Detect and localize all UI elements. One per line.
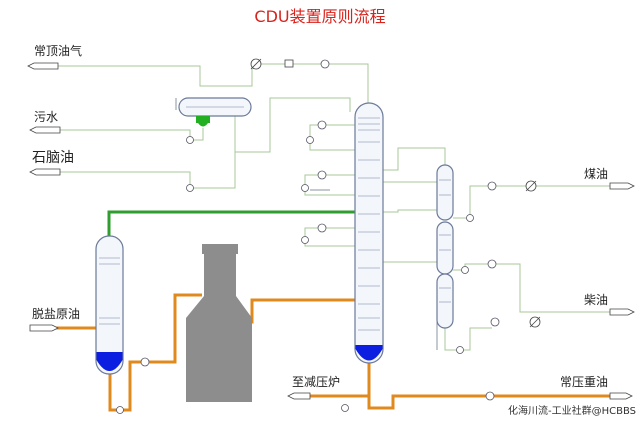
label-diesel: 柴油 <box>584 293 608 307</box>
instrument-diesel-1 <box>487 259 497 269</box>
column-bottom-liquid <box>355 345 383 361</box>
column-trays <box>358 117 380 331</box>
diesel-draw-line <box>383 209 437 213</box>
label-atm-residue: 常压重油 <box>560 375 608 389</box>
pumps <box>116 136 474 414</box>
kerosene-arrow-icon <box>609 182 635 190</box>
pump-pa1 <box>306 136 314 144</box>
water-boot-bottom <box>198 123 208 127</box>
side-strippers <box>436 164 454 329</box>
instrument-crude <box>140 357 150 367</box>
pumparound-3-line <box>304 227 355 247</box>
desalter-liquid <box>96 352 123 371</box>
instruments <box>140 59 500 401</box>
overhead-valve <box>284 59 294 68</box>
vapor-transfer-line <box>107 210 370 240</box>
atm-residue-line <box>367 362 610 410</box>
crude-inlet-arrow-icon <box>29 324 59 332</box>
column-shell <box>354 102 384 364</box>
diesel-stripper <box>436 221 454 275</box>
label-wastewater: 污水 <box>34 110 58 124</box>
pumparound-2-line <box>304 174 355 196</box>
instrument-3 <box>317 223 327 233</box>
desalter-shell <box>95 235 124 375</box>
furnace-stack <box>202 244 238 254</box>
wastewater-arrow-icon <box>29 126 61 134</box>
heavy-stripper <box>436 273 454 329</box>
diagram-title: CDU装置原则流程 <box>254 7 385 26</box>
pump-pa2 <box>301 184 309 192</box>
pump-heavy <box>456 346 464 354</box>
reflux-drum <box>178 97 252 127</box>
wastewater-line <box>60 128 204 141</box>
furnace-body <box>186 254 252 402</box>
label-kerosene: 煤油 <box>584 167 608 181</box>
naphtha-arrow-icon <box>29 168 61 176</box>
pumparound-1-line <box>309 124 355 151</box>
kero-draw-line <box>383 147 446 171</box>
pump-pa3 <box>301 236 309 244</box>
diesel-arrow-icon <box>609 308 635 316</box>
atmospheric-column <box>354 102 384 364</box>
label-overhead-gas: 常顶油气 <box>34 43 82 58</box>
instrument-overhead <box>320 59 330 69</box>
furnace-outlet-line <box>238 298 355 324</box>
desalter <box>95 235 124 375</box>
instrument-2 <box>317 170 327 180</box>
kerosene-stripper <box>436 164 454 221</box>
stream-arrows <box>27 62 635 400</box>
vacuum-furnace-arrow-icon <box>287 392 311 400</box>
instrument-1 <box>317 120 327 130</box>
pump-naphtha <box>186 184 194 192</box>
furnace <box>186 244 252 402</box>
heat-exchangers <box>250 58 541 328</box>
label-to-vacuum-furnace: 至减压炉 <box>292 375 340 389</box>
pump-diesel <box>461 266 469 274</box>
pump-wastewater <box>186 136 194 144</box>
stripper-bottom-line <box>444 327 492 351</box>
kerosene-product-line <box>453 185 610 219</box>
instrument-kerosene <box>487 181 497 191</box>
top-reflux-line <box>235 97 351 153</box>
thin-pipelines <box>58 63 610 351</box>
watermark: 化海川流-工业社群@HCBBS <box>508 404 636 417</box>
label-naphtha: 石脑油 <box>32 150 74 166</box>
water-boot <box>196 116 210 123</box>
residue-arrow-icon <box>609 392 633 400</box>
pump-kerosene <box>466 214 474 222</box>
overhead-vapor-line <box>58 63 369 103</box>
instrument-residue <box>485 391 495 401</box>
overhead-gas-arrow-icon <box>27 62 59 70</box>
instrument-diesel-2 <box>490 317 500 327</box>
pump-crude <box>116 406 124 414</box>
pump-residue <box>341 404 349 412</box>
label-desalted-crude: 脱盐原油 <box>32 306 80 321</box>
crude-to-furnace-line <box>108 293 202 412</box>
